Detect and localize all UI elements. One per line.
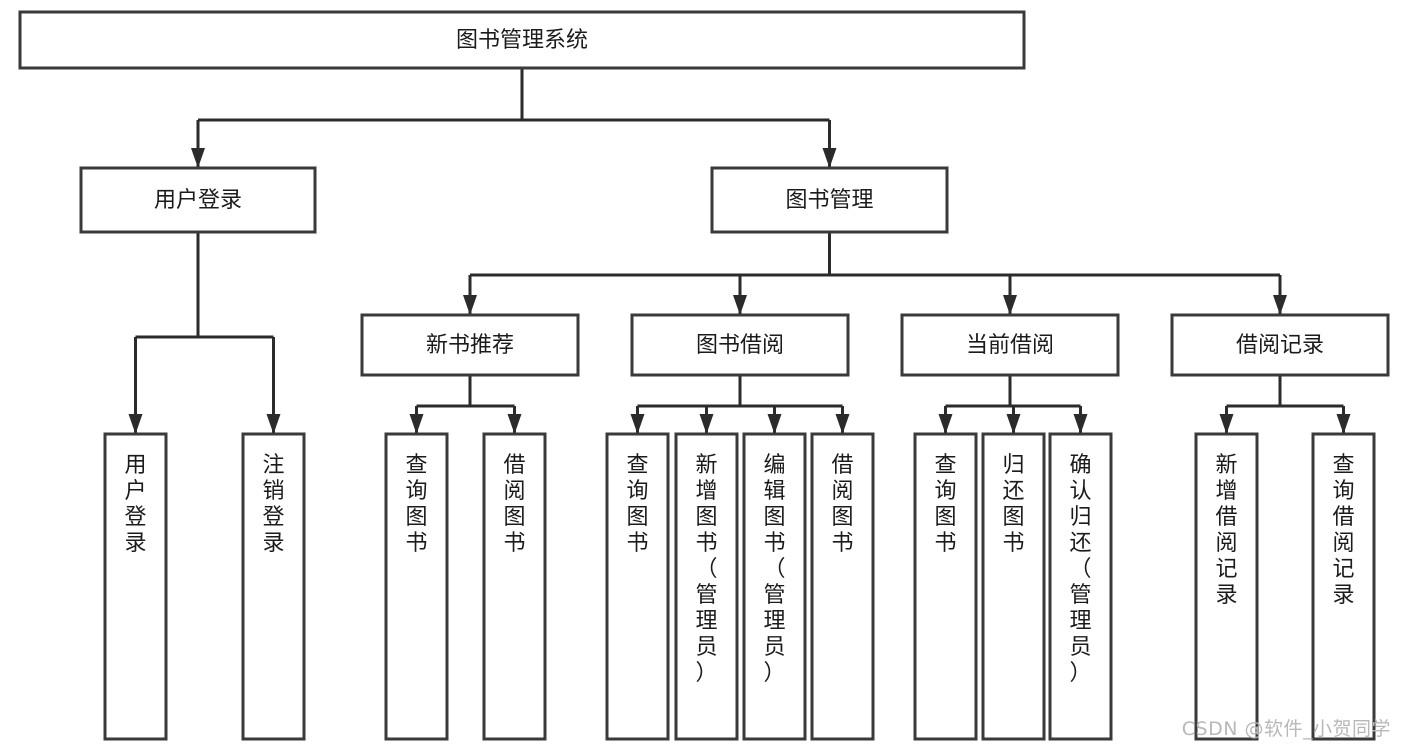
node-box-current-borrow[interactable] bbox=[900, 313, 1120, 377]
node-box-root[interactable] bbox=[18, 10, 1026, 70]
arrow-head-icon bbox=[1006, 414, 1021, 434]
node-label-leaf-rec-query-book: 查询图书 bbox=[405, 453, 427, 556]
arrow-head-icon bbox=[733, 295, 747, 315]
node-label-borrow-record: 借阅记录 bbox=[1236, 333, 1324, 358]
node-box-leaf-cur-return-book[interactable] bbox=[981, 432, 1046, 741]
arrow-head-icon bbox=[767, 414, 782, 434]
node-leaf-rec-borrow-book[interactable]: 借阅图书 bbox=[482, 432, 547, 741]
node-leaf-rec-query-record[interactable]: 查询借阅记录 bbox=[1311, 432, 1376, 741]
connector-layer bbox=[128, 68, 1351, 434]
node-box-book-manage[interactable] bbox=[710, 166, 949, 234]
node-label-leaf-cur-return-book: 归还图书 bbox=[1002, 453, 1024, 556]
node-label-current-borrow: 当前借阅 bbox=[966, 333, 1054, 358]
node-box-new-book-recommend[interactable] bbox=[360, 313, 580, 377]
arrow-head-icon bbox=[835, 414, 850, 434]
arrow-head-icon bbox=[1003, 295, 1017, 315]
arrow-head-icon bbox=[507, 414, 522, 434]
node-label-leaf-cur-query-book: 查询图书 bbox=[934, 453, 956, 556]
node-leaf-borrow-add-book[interactable]: 新增图书（管理员） bbox=[674, 432, 739, 741]
node-box-leaf-borrow-borrow-book[interactable] bbox=[810, 432, 875, 741]
connector-group-book-borrow bbox=[630, 375, 850, 434]
node-label-book-borrow: 图书借阅 bbox=[696, 333, 784, 358]
node-box-leaf-rec-add-record[interactable] bbox=[1194, 432, 1259, 741]
node-leaf-rec-query-book[interactable]: 查询图书 bbox=[384, 432, 449, 741]
node-user-login[interactable]: 用户登录 bbox=[79, 166, 317, 234]
arrow-head-icon bbox=[1336, 414, 1351, 434]
node-label-leaf-rec-borrow-book: 借阅图书 bbox=[503, 453, 525, 556]
node-box-leaf-borrow-add-book[interactable] bbox=[674, 432, 739, 741]
node-label-leaf-borrow-borrow-book: 借阅图书 bbox=[831, 453, 853, 556]
node-book-manage[interactable]: 图书管理 bbox=[710, 166, 949, 234]
node-box-leaf-borrow-query-book[interactable] bbox=[605, 432, 670, 741]
connector-group-current-borrow bbox=[938, 375, 1088, 434]
arrow-head-icon bbox=[1273, 295, 1287, 315]
node-box-leaf-rec-query-record[interactable] bbox=[1311, 432, 1376, 741]
arrow-head-icon bbox=[128, 414, 143, 434]
arrow-head-icon bbox=[630, 414, 645, 434]
arrow-head-icon bbox=[1219, 414, 1234, 434]
node-label-book-manage: 图书管理 bbox=[785, 188, 873, 213]
node-box-leaf-user-logout[interactable] bbox=[241, 432, 306, 741]
node-label-root: 图书管理系统 bbox=[456, 28, 588, 53]
node-leaf-borrow-borrow-book[interactable]: 借阅图书 bbox=[810, 432, 875, 741]
connector-group-borrow-record bbox=[1219, 375, 1351, 434]
node-label-leaf-rec-add-record: 新增借阅记录 bbox=[1215, 453, 1237, 608]
node-box-borrow-record[interactable] bbox=[1170, 313, 1390, 377]
node-box-book-borrow[interactable] bbox=[630, 313, 850, 377]
node-box-leaf-rec-query-book[interactable] bbox=[384, 432, 449, 741]
node-label-user-login: 用户登录 bbox=[154, 188, 242, 213]
node-label-leaf-rec-query-record: 查询借阅记录 bbox=[1332, 453, 1354, 608]
node-box-leaf-rec-borrow-book[interactable] bbox=[482, 432, 547, 741]
node-leaf-user-login[interactable]: 用户登录 bbox=[103, 432, 168, 741]
node-label-leaf-user-login: 用户登录 bbox=[124, 453, 146, 556]
arrow-head-icon bbox=[822, 148, 837, 168]
node-leaf-borrow-query-book[interactable]: 查询图书 bbox=[605, 432, 670, 741]
arrow-head-icon bbox=[938, 414, 953, 434]
arrow-head-icon bbox=[699, 414, 714, 434]
arrow-head-icon bbox=[266, 414, 281, 434]
node-borrow-record[interactable]: 借阅记录 bbox=[1170, 313, 1390, 377]
node-label-leaf-cur-confirm-return: 确认归还（管理员） bbox=[1069, 453, 1091, 686]
node-box-leaf-borrow-edit-book[interactable] bbox=[742, 432, 807, 741]
node-leaf-user-logout[interactable]: 注销登录 bbox=[241, 432, 306, 741]
node-label-leaf-borrow-query-book: 查询图书 bbox=[626, 453, 648, 556]
node-box-user-login[interactable] bbox=[79, 166, 317, 234]
arrow-head-icon bbox=[463, 295, 477, 315]
node-leaf-cur-confirm-return[interactable]: 确认归还（管理员） bbox=[1048, 432, 1113, 741]
watermark-label: CSDN @软件_小贺同学 bbox=[1181, 718, 1391, 740]
node-box-leaf-cur-confirm-return[interactable] bbox=[1048, 432, 1113, 741]
arrow-head-icon bbox=[191, 148, 205, 168]
arrow-head-icon bbox=[409, 414, 424, 434]
connector-group-user-login bbox=[128, 232, 281, 434]
node-current-borrow[interactable]: 当前借阅 bbox=[900, 313, 1120, 377]
node-layer: 图书管理系统用户登录图书管理新书推荐图书借阅当前借阅借阅记录用户登录注销登录查询… bbox=[18, 10, 1390, 741]
node-label-leaf-borrow-add-book: 新增图书（管理员） bbox=[695, 453, 717, 686]
node-label-new-book-recommend: 新书推荐 bbox=[426, 333, 514, 358]
node-leaf-rec-add-record[interactable]: 新增借阅记录 bbox=[1194, 432, 1259, 741]
connector-group-book-manage bbox=[463, 232, 1287, 315]
connector-group-new-book-recommend bbox=[409, 375, 522, 434]
node-label-leaf-user-logout: 注销登录 bbox=[262, 453, 284, 556]
node-new-book-recommend[interactable]: 新书推荐 bbox=[360, 313, 580, 377]
node-root[interactable]: 图书管理系统 bbox=[18, 10, 1026, 70]
node-leaf-cur-return-book[interactable]: 归还图书 bbox=[981, 432, 1046, 741]
node-box-leaf-user-login[interactable] bbox=[103, 432, 168, 741]
node-leaf-cur-query-book[interactable]: 查询图书 bbox=[913, 432, 978, 741]
node-box-leaf-cur-query-book[interactable] bbox=[913, 432, 978, 741]
node-label-leaf-borrow-edit-book: 编辑图书（管理员） bbox=[763, 453, 785, 686]
arrow-head-icon bbox=[1073, 414, 1088, 434]
connector-group-root bbox=[191, 68, 837, 168]
node-leaf-borrow-edit-book[interactable]: 编辑图书（管理员） bbox=[742, 432, 807, 741]
node-book-borrow[interactable]: 图书借阅 bbox=[630, 313, 850, 377]
